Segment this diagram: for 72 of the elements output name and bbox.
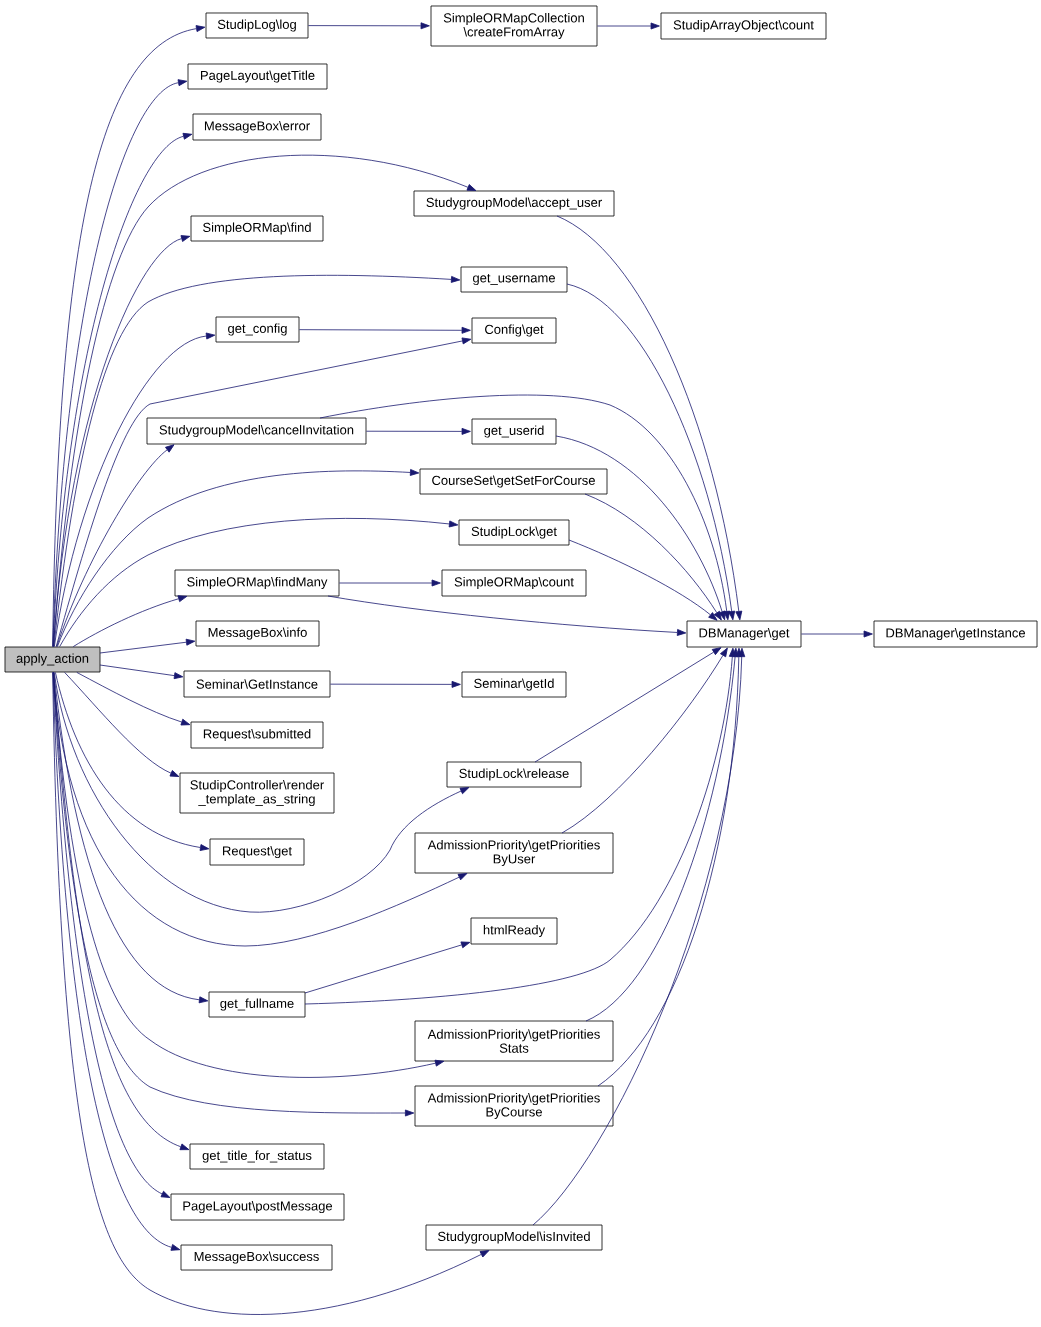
call-arrow	[568, 539, 718, 621]
function-box: DBManager\getInstance	[873, 620, 1038, 648]
call-arrow	[53, 672, 209, 1004]
function-box: AdmissionPriority\getPriorities ByUser	[414, 832, 614, 874]
function-box: MessageBox\success	[180, 1244, 333, 1271]
function-box: DBManager\get	[686, 620, 802, 648]
function-box: Request\get	[209, 838, 305, 866]
function-box: CourseSet\getSetForCourse	[419, 468, 608, 495]
function-box: StudipLog\log	[205, 12, 309, 39]
function-box: Config\get	[471, 317, 557, 344]
call-arrow	[801, 630, 873, 638]
call-arrow	[555, 435, 726, 621]
call-arrow	[55, 672, 210, 851]
function-box: PageLayout\postMessage	[170, 1193, 345, 1221]
function-box: get_title_for_status	[189, 1143, 325, 1170]
function-box: Request\submitted	[190, 721, 324, 749]
call-arrow	[556, 215, 743, 621]
call-arrow	[52, 672, 490, 1315]
call-arrow	[56, 444, 175, 647]
call-arrow	[52, 235, 191, 647]
function-box: AdmissionPriority\getPriorities Stats	[414, 1020, 614, 1062]
call-arrow	[327, 595, 687, 636]
function-box: StudygroupModel\cancelInvitation	[146, 417, 367, 445]
function-box: get_userid	[471, 418, 557, 445]
function-box: apply_action	[4, 646, 101, 673]
function-box: MessageBox\info	[195, 620, 320, 647]
function-box: SimpleORMapCollection \createFromArray	[430, 5, 598, 47]
call-arrow	[566, 283, 736, 621]
call-arrow	[585, 647, 739, 1022]
call-arrow	[319, 394, 731, 621]
function-box: AdmissionPriority\getPriorities ByCourse	[414, 1085, 614, 1127]
call-arrow	[597, 22, 660, 30]
call-arrow	[52, 672, 181, 1251]
call-arrow	[53, 274, 461, 647]
call-arrow	[99, 664, 184, 680]
call-arrow	[339, 579, 441, 587]
call-arrow	[64, 672, 180, 777]
call-arrow	[57, 469, 420, 647]
function-box: StudipLock\release	[446, 761, 582, 788]
function-box: SimpleORMap\count	[441, 569, 587, 597]
call-arrow	[72, 595, 188, 647]
call-arrow	[76, 672, 191, 726]
call-arrow	[366, 427, 471, 435]
function-box: Seminar\getId	[461, 671, 567, 698]
function-box: Seminar\GetInstance	[183, 670, 331, 698]
function-box: SimpleORMap\findMany	[174, 569, 340, 597]
function-box: StudipLock\get	[458, 519, 570, 546]
function-box: get_username	[460, 266, 568, 293]
call-arrow	[561, 647, 728, 834]
function-box: StudipArrayObject\count	[660, 12, 827, 40]
call-arrow	[53, 332, 216, 647]
call-arrow	[304, 647, 736, 1005]
call-arrow	[99, 638, 196, 654]
call-arrow	[55, 337, 472, 647]
call-arrow	[304, 941, 471, 994]
call-arrow	[308, 22, 430, 30]
call-arrow	[59, 518, 459, 647]
function-box: MessageBox\error	[192, 113, 322, 141]
function-box: get_fullname	[208, 991, 306, 1018]
call-arrow	[534, 647, 722, 763]
call-arrow	[299, 326, 471, 334]
call-arrow	[584, 493, 722, 621]
function-box: SimpleORMap\find	[190, 215, 324, 242]
call-arrow	[330, 680, 461, 688]
function-box: StudygroupModel\isInvited	[425, 1224, 603, 1251]
function-box: PageLayout\getTitle	[187, 63, 328, 90]
function-box: htmlReady	[470, 917, 558, 945]
call-arrow	[532, 647, 746, 1226]
function-box: StudygroupModel\accept_user	[413, 190, 615, 217]
call-arrow	[597, 647, 743, 1087]
function-box: get_config	[215, 316, 300, 343]
function-box: StudipController\render _template_as_string	[179, 772, 335, 814]
